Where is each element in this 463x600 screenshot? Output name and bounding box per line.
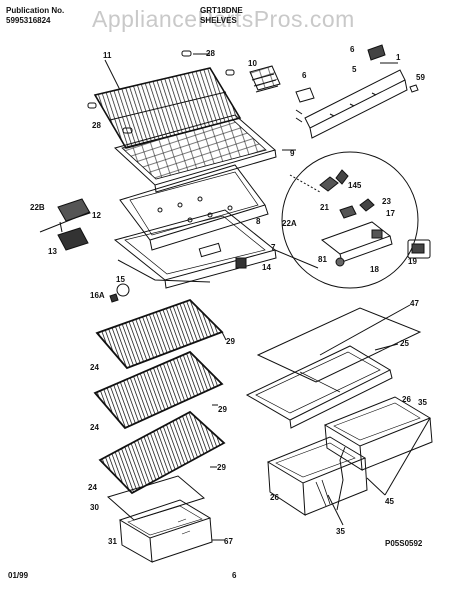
leader-line [117,259,211,283]
label-35b: 35 [336,527,345,536]
label-14: 14 [262,263,271,272]
label-28: 28 [206,49,215,58]
label-26a: 26 [402,395,411,404]
crisper-cover-frame-25 [245,345,393,429]
drawer-frame-8 [119,164,269,251]
screw [409,84,419,93]
label-45: 45 [385,497,394,506]
label-6: 6 [302,71,307,80]
crisper-cover-30 [106,475,206,521]
label-9: 9 [290,149,295,158]
leader-45b [366,477,386,496]
shelf-clip [87,50,235,134]
label-22a: 22A [282,219,297,228]
leader-45 [384,417,431,496]
damper-knob [109,293,119,303]
damper-ring [116,283,130,297]
label-19: 19 [408,257,417,266]
label-7: 7 [271,243,276,252]
label-16a: 16A [90,291,105,300]
shelf-rail [304,69,408,139]
publication-number: 5995316824 [6,16,51,25]
bracket-small [295,87,315,103]
bracket-top [367,44,386,61]
wire-shelf-3 [98,410,226,495]
label-28b: 28 [92,121,101,130]
label-145: 145 [348,181,362,190]
leader-29a [221,331,227,341]
wire-leads [295,109,303,123]
label-22b: 22B [30,203,45,212]
crisper-drawer-right [323,396,433,471]
label-31: 31 [108,537,117,546]
label-11: 11 [103,51,112,60]
label-29a: 29 [226,337,235,346]
label-1: 1 [396,53,401,62]
meat-drawer-31 [118,499,213,563]
label-18: 18 [370,265,379,274]
label-12: 12 [92,211,101,220]
watermark: AppliancePartsPros.com [92,6,355,32]
label-35a: 35 [418,398,427,407]
glass-shelf-9 [114,114,277,193]
label-81: 81 [318,255,327,264]
label-15: 15 [116,275,125,284]
label-13: 13 [48,247,57,256]
label-5: 5 [352,65,357,74]
label-25: 25 [400,339,409,348]
section-title: SHELVES [200,16,237,25]
leader-line [274,249,319,269]
label-10: 10 [248,59,257,68]
label-17: 17 [386,209,395,218]
leader-35 [327,494,344,526]
label-8: 8 [256,217,261,226]
label-30: 30 [90,503,99,512]
leader-25 [374,343,399,351]
label-6b: 6 [350,45,355,54]
control-detail-circle [281,151,419,289]
crisper-drawer-left [266,436,368,516]
label-26b: 26 [270,493,279,502]
diagram-code: P05S0592 [385,539,423,548]
control-knob [235,257,247,269]
label-47: 47 [410,299,419,308]
wire-shelf-1 [95,298,224,370]
glass-panel-47 [256,307,422,383]
leader-11 [104,59,121,91]
drawer-divider [336,446,346,511]
footer-date: 01/99 [8,571,29,580]
label-24b: 24 [90,423,99,432]
label-29c: 29 [217,463,226,472]
publication-label: Publication No. [6,6,65,15]
control-cover-assembly [39,198,91,251]
label-23: 23 [382,197,391,206]
wire-shelf-2 [93,350,224,430]
label-29b: 29 [218,405,227,414]
model-number: GRT18DNE [200,6,243,15]
clip-pack [249,65,281,93]
label-24a: 24 [90,363,99,372]
page-number: 6 [232,571,237,580]
control-module [407,239,431,259]
label-59: 59 [416,73,425,82]
label-24c: 24 [88,483,97,492]
label-21: 21 [320,203,329,212]
control-module-face [411,243,425,254]
pan-support-7 [113,209,277,289]
leader-47 [319,304,411,356]
label-67: 67 [224,537,233,546]
